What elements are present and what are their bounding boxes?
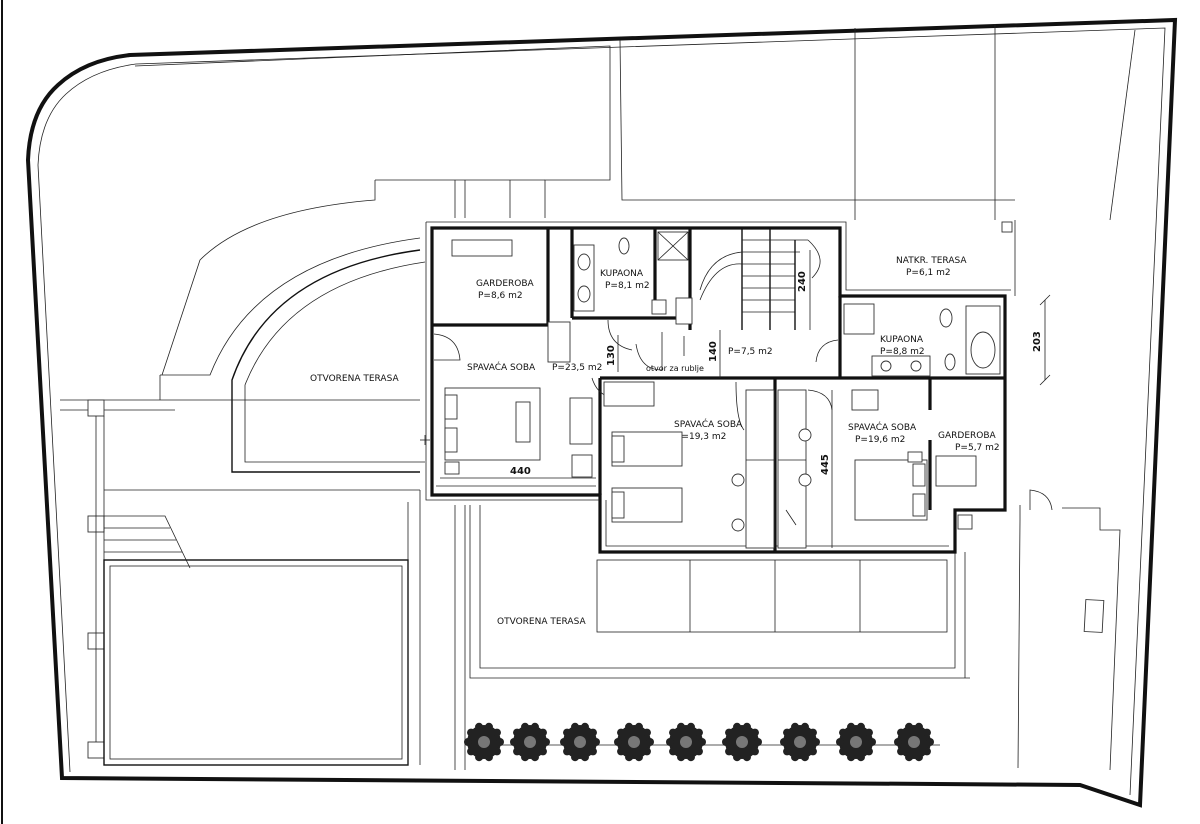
natkr-terasa: NATKR. TERASA P=6,1 m2 (896, 220, 1016, 296)
dim-440: 440 (510, 466, 531, 477)
sink-1 (577, 253, 591, 271)
label-otvorena-terasa-2: OTVORENA TERASA (497, 617, 586, 627)
hall-area: P=7,5 m2 (728, 347, 773, 357)
kupaona-2-name: KUPAONA (880, 335, 924, 345)
shrub-icon (464, 722, 504, 762)
kupaona-2: KUPAONA P=8,8 m2 (843, 303, 1001, 377)
curved-terrace: OTVORENA TERASA (60, 180, 426, 473)
wardrobe (745, 389, 775, 549)
kupaona-1-area: P=8,1 m2 (605, 281, 650, 291)
bench (1083, 599, 1105, 633)
shrubs (464, 722, 940, 762)
spavaca-3-name: SPAVAĆA SOBA (848, 421, 917, 433)
spavaca-soba-2: SPAVAĆA SOBA P=19,3 m2 (603, 381, 775, 549)
shrub-icon (836, 722, 876, 762)
plot-boundary (25, 17, 1178, 808)
side-door (1029, 489, 1053, 511)
garderoba-1-name: GARDEROBA (476, 279, 535, 289)
shrub-icon (894, 722, 934, 762)
kupaona-1: KUPAONA P=8,1 m2 (573, 231, 693, 325)
hall: P=7,5 m2 otvor za rublje (607, 319, 839, 373)
shrub-icon (722, 722, 762, 762)
pool-area (87, 399, 421, 766)
shrub-icon (614, 722, 654, 762)
plot-boundary-inner (37, 27, 1166, 796)
dim-240: 240 (797, 271, 808, 292)
toilet (618, 237, 630, 255)
staircase (699, 239, 821, 330)
pergola-post (87, 399, 105, 417)
dim-445: 445 (820, 454, 831, 475)
kupaona-2-area: P=8,8 m2 (880, 347, 925, 357)
garderoba-2-area: P=5,7 m2 (955, 443, 1000, 453)
shrub-icon (780, 722, 820, 762)
natkr-terasa-area: P=6,1 m2 (906, 268, 951, 278)
dim-140: 140 (708, 341, 719, 362)
lower-terrace: OTVORENA TERASA (454, 505, 1121, 771)
shrub-icon (560, 722, 600, 762)
shrub-icon (510, 722, 550, 762)
spavaca-soba-1: SPAVAĆA SOBA P=23,5 m2 (420, 333, 619, 478)
spavaca-2-area: P=19,3 m2 (676, 432, 726, 442)
kupaona-1-name: KUPAONA (600, 269, 644, 279)
garden-lines (134, 24, 1136, 221)
pergola-post (87, 741, 105, 759)
shrub-icon (666, 722, 706, 762)
natkr-terasa-name: NATKR. TERASA (896, 256, 967, 266)
dimension-lines: 203 240 130 140 440 445 (440, 250, 1051, 548)
dim-203: 203 (1032, 331, 1043, 352)
spavaca-1-area: P=23,5 m2 (552, 363, 602, 373)
garderoba-1: GARDEROBA P=8,6 m2 (451, 239, 571, 363)
sink-2 (577, 285, 591, 303)
toilet-2 (939, 308, 953, 328)
garderoba-1-area: P=8,6 m2 (478, 291, 523, 301)
garderoba-2-name: GARDEROBA (938, 431, 997, 441)
pool (103, 559, 409, 766)
otvor-za-rublje: otvor za rublje (646, 364, 704, 373)
spavaca-soba-3: SPAVAĆA SOBA P=19,6 m2 (777, 389, 928, 549)
spavaca-3-area: P=19,6 m2 (855, 435, 905, 445)
dim-130: 130 (606, 345, 617, 366)
spavaca-2-name: SPAVAĆA SOBA (674, 418, 743, 430)
garderoba-2: GARDEROBA P=5,7 m2 (935, 431, 1000, 530)
spavaca-1-name: SPAVAĆA SOBA (467, 361, 536, 373)
label-otvorena-terasa-1: OTVORENA TERASA (310, 374, 399, 384)
